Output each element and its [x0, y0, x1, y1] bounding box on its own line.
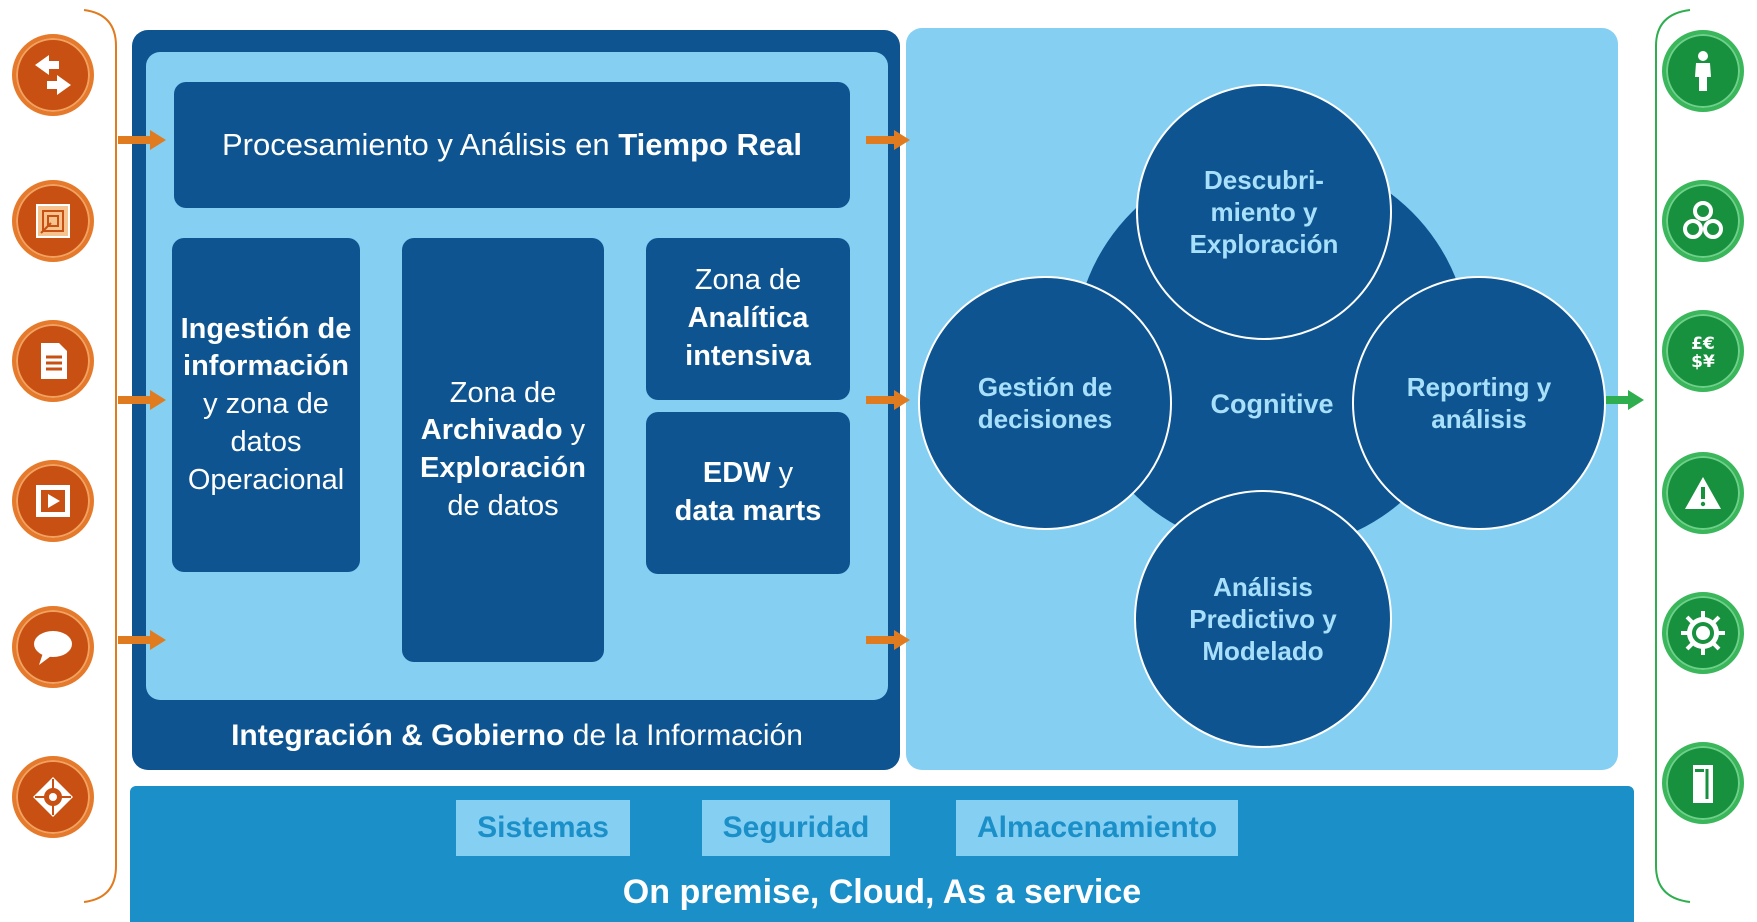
- left-bracket: [83, 9, 117, 903]
- arrow-out-bottom: [866, 630, 910, 650]
- gear-icon: [1662, 592, 1744, 674]
- predictive-label: Análisis Predictivo y Modelado: [1189, 571, 1337, 667]
- decisions-label: Gestión de decisiones: [977, 371, 1113, 434]
- analytics-bold: Analítica intensiva: [685, 302, 811, 372]
- server-icon: [1662, 742, 1744, 824]
- integration-bold: Integración & Gobierno: [231, 719, 565, 752]
- archive-bold1: Archivado: [420, 414, 563, 447]
- realtime-label-plain: Procesamiento y Análisis en: [221, 127, 619, 162]
- ingestion-label-bold: Ingestión de información: [180, 312, 352, 383]
- systems-chip: Sistemas: [456, 800, 630, 856]
- orange-arrows: [118, 130, 910, 650]
- security-chip: Seguridad: [702, 800, 890, 856]
- ingestion-zone-box: Ingestión de información y zona de datos…: [172, 238, 360, 572]
- svg-text:£€: £€: [1691, 334, 1715, 354]
- storage-chip: Almacenamiento: [956, 800, 1238, 856]
- integration-governance-label: Integración & Gobierno de la Información: [146, 708, 888, 764]
- reporting-analysis-circle: Reporting y análisis: [1352, 276, 1606, 530]
- arrow-in-middle: [118, 390, 166, 410]
- transfer-arrows-icon: [12, 34, 94, 116]
- arrow-output-green: [1606, 390, 1644, 410]
- archive-bold2: Exploración: [420, 452, 586, 484]
- archive-line1: Zona de: [449, 376, 557, 409]
- discovery-exploration-circle: Descubri- miento y Exploración: [1136, 84, 1392, 340]
- warning-icon: [1662, 452, 1744, 534]
- edw-bold2: data marts: [674, 495, 822, 527]
- video-play-icon: [12, 460, 94, 542]
- reporting-label: Reporting y análisis: [1406, 371, 1552, 434]
- spiral-sensor-icon: [12, 180, 94, 262]
- person-icon: [1662, 30, 1744, 112]
- arrow-out-top: [866, 130, 910, 150]
- realtime-processing-box: Procesamiento y Análisis en Tiempo Real: [174, 82, 850, 208]
- edw-datamarts-box: EDW y data marts: [646, 412, 850, 574]
- archive-mid: y: [562, 414, 586, 447]
- arrow-out-middle: [866, 390, 910, 410]
- archive-line4: de datos: [447, 489, 559, 522]
- currency-icon: £€$¥: [1662, 310, 1744, 392]
- arrow-in-top: [118, 130, 166, 150]
- location-target-icon: [12, 756, 94, 838]
- discovery-label: Descubri- miento y Exploración: [1189, 164, 1339, 260]
- deployment-label: On premise, Cloud, As a service: [622, 872, 1142, 911]
- ingestion-label-plain: y zona de datos Operacional: [187, 388, 345, 496]
- right-bracket: [1655, 9, 1691, 903]
- edw-mid: y: [770, 457, 794, 490]
- archive-exploration-box: Zona de Archivado y Exploración de datos: [402, 238, 604, 662]
- arrow-in-bottom: [118, 630, 166, 650]
- predictive-modeling-circle: Análisis Predictivo y Modelado: [1134, 490, 1392, 748]
- edw-bold1: EDW: [702, 457, 771, 490]
- decision-management-circle: Gestión de decisiones: [918, 276, 1172, 530]
- intensive-analytics-box: Zona de Analítica intensiva: [646, 238, 850, 400]
- network-cluster-icon: [1662, 180, 1744, 262]
- analytics-line1: Zona de: [694, 264, 802, 297]
- realtime-label-bold: Tiempo Real: [618, 127, 803, 162]
- cognitive-label: Cognitive: [1210, 388, 1334, 419]
- svg-text:$¥: $¥: [1691, 352, 1715, 372]
- speech-bubble-icon: [12, 606, 94, 688]
- document-icon: [12, 320, 94, 402]
- integration-plain: de la Información: [564, 719, 803, 752]
